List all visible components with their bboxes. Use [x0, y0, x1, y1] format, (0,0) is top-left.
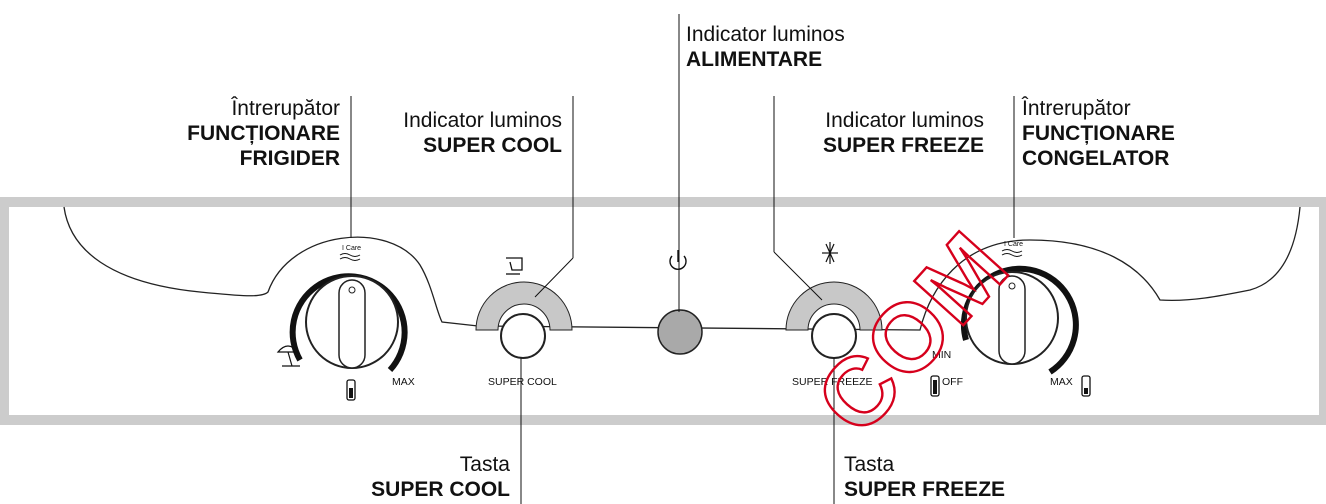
freezer-dial-min-label: MIN: [932, 349, 951, 361]
callout-line: SUPER COOL: [423, 134, 562, 157]
callout-leader-lines: [350, 14, 1015, 504]
super-cool-panel-label: SUPER COOL: [488, 376, 557, 388]
callout-line: CONGELATOR: [1022, 147, 1170, 170]
power-icon: [669, 250, 687, 270]
thermometer-icon: [930, 375, 940, 397]
super-freeze-panel-label: SUPER FREEZE: [792, 376, 873, 388]
panel-outline: [63, 206, 1301, 331]
super-freeze-button-callout: Tasta SUPER FREEZE: [844, 452, 1084, 502]
callout-line: FUNCȚIONARE: [1022, 122, 1175, 145]
freezer-dial-grip: [998, 275, 1026, 365]
callout-line: Indicator luminos: [825, 109, 984, 132]
callout-line: FUNCȚIONARE: [187, 122, 340, 145]
power-indicator-light: [657, 309, 703, 355]
thermometer-icon: [1081, 375, 1091, 397]
super-cool-button-callout: Tasta SUPER COOL: [300, 452, 510, 502]
callout-line: Tasta: [844, 453, 895, 476]
callout-line: Tasta: [459, 453, 510, 476]
shower-icon: [339, 253, 361, 261]
freezer-thermostat-dial[interactable]: [960, 265, 1079, 375]
super-cool-indicator-callout: Indicator luminos SUPER COOL: [362, 108, 562, 158]
freezer-dial-max-label: MAX: [1050, 376, 1073, 388]
callout-line: Indicator luminos: [686, 23, 845, 46]
thermometer-icon: [346, 379, 356, 401]
panel-frame: [0, 197, 1326, 425]
callout-line: FRIGIDER: [239, 147, 340, 170]
shower-icon: [1001, 249, 1023, 257]
snowflake-icon: [822, 242, 838, 264]
callout-line: ALIMENTARE: [686, 48, 823, 71]
fridge-dial-pointer: [348, 286, 356, 294]
super-freeze-indicator-light: [785, 281, 883, 331]
callout-line: Întrerupător: [1022, 97, 1131, 120]
fridge-dial-max-label: MAX: [392, 376, 415, 388]
fridge-dial-icare-label: I Care: [342, 245, 361, 252]
super-freeze-indicator-callout: Indicator luminos SUPER FREEZE: [760, 108, 984, 158]
callout-line: Indicator luminos: [403, 109, 562, 132]
callout-line: SUPER FREEZE: [844, 478, 1006, 501]
shopping-cart-icon: [506, 257, 523, 275]
power-indicator-callout: Indicator luminos ALIMENTARE: [686, 22, 926, 72]
beach-umbrella-icon: [276, 345, 300, 367]
fridge-switch-callout: Întrerupător FUNCȚIONARE FRIGIDER: [140, 96, 340, 171]
callout-line: Întrerupător: [231, 97, 340, 120]
super-cool-indicator-light: [475, 281, 573, 331]
fridge-dial-grip: [338, 279, 366, 369]
super-cool-button[interactable]: [500, 313, 546, 359]
freezer-dial-pointer: [1008, 282, 1016, 290]
freezer-dial-off-label: OFF: [942, 376, 963, 388]
freezer-switch-callout: Întrerupător FUNCȚIONARE CONGELATOR: [1022, 96, 1262, 171]
callout-line: SUPER COOL: [371, 478, 510, 501]
callout-line: SUPER FREEZE: [822, 134, 984, 157]
fridge-thermostat-dial[interactable]: [289, 273, 408, 373]
freezer-dial-icare-label: I Care: [1004, 241, 1023, 248]
